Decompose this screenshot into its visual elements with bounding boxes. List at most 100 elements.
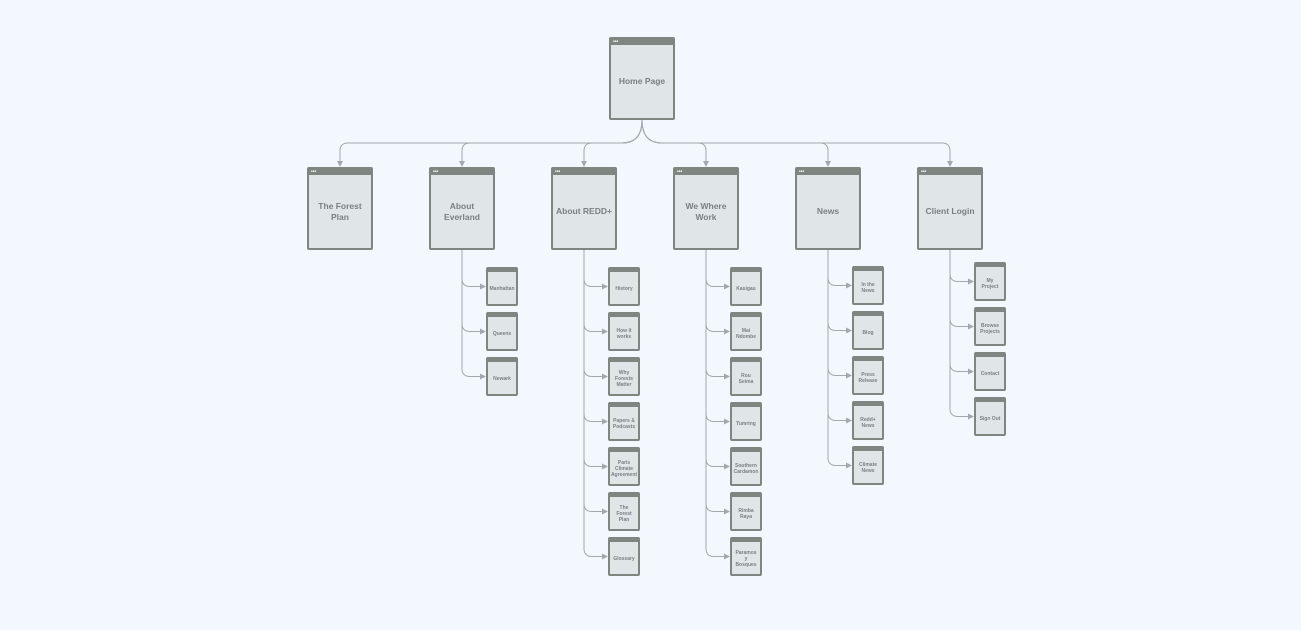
child-page: ••• Kasigau — [730, 267, 762, 306]
page-label: Queens — [492, 330, 512, 337]
child-page: ••• Redd+ News — [852, 401, 884, 440]
window-title-bar: ••• — [976, 399, 1004, 402]
root-page-home: •••Home Page — [609, 37, 675, 120]
connector-section-to-child — [583, 250, 608, 470]
connector-section-to-child — [583, 250, 608, 335]
child-page: ••• Newark — [486, 357, 518, 396]
page-label: Papers & Podcasts — [612, 417, 636, 430]
connector-section-to-child — [827, 250, 852, 424]
window-dots-icon: ••• — [433, 169, 439, 175]
connector-section-to-child — [705, 250, 730, 560]
window-title-bar: ••• — [854, 268, 882, 271]
child-page: ••• Climate News — [852, 446, 884, 485]
window-title-bar: ••• — [854, 403, 882, 406]
window-title-bar: ••• — [919, 169, 981, 175]
child-page: ••• Rou Seima — [730, 357, 762, 396]
child-page: •••History — [608, 267, 640, 306]
window-dots-icon: ••• — [613, 39, 619, 45]
connector-section-to-child — [827, 250, 852, 379]
page-label: The Forest Plan — [318, 201, 362, 222]
section-page: ••• About REDD+ — [551, 167, 617, 250]
page-label: Client Login — [925, 206, 975, 217]
child-page: ••• Queens — [486, 312, 518, 351]
page-label: Newark — [493, 375, 511, 382]
window-title-bar: ••• — [976, 264, 1004, 267]
window-title-bar: ••• — [675, 169, 737, 175]
connector-section-to-child — [705, 250, 730, 290]
page-label: The Forest Plan — [616, 504, 632, 523]
section-page: ••• The Forest Plan — [307, 167, 373, 250]
window-title-bar: ••• — [553, 169, 615, 175]
window-title-bar: ••• — [488, 314, 516, 317]
child-page: ••• Press Release — [852, 356, 884, 395]
child-page: ••• Southern Cardamon — [730, 447, 762, 486]
connector-root-to-section — [641, 119, 953, 167]
connector-section-to-child — [461, 250, 486, 380]
page-label: Climate News — [858, 461, 878, 474]
connector-section-to-child — [827, 250, 852, 289]
window-title-bar: ••• — [797, 169, 859, 175]
child-page: ••• Mai Ndombe — [730, 312, 762, 351]
connector-section-to-child — [583, 250, 608, 515]
child-page: ••• Why Forests Matter — [608, 357, 640, 396]
window-title-bar: ••• — [611, 39, 673, 45]
window-title-bar: ••• — [488, 269, 516, 272]
connector-section-to-child — [949, 250, 974, 375]
child-page: ••• Blog — [852, 311, 884, 350]
window-title-bar: ••• — [732, 494, 760, 497]
child-page: •••Browse Projects — [974, 307, 1006, 346]
connector-section-to-child — [583, 250, 608, 560]
child-page: ••• Paramos y Bosques — [730, 537, 762, 576]
child-page: •••Contact — [974, 352, 1006, 391]
window-title-bar: ••• — [610, 359, 638, 362]
page-label: News — [816, 206, 840, 217]
page-label: Why Forests Matter — [614, 369, 634, 388]
window-title-bar: ••• — [732, 359, 760, 362]
window-title-bar: ••• — [732, 269, 760, 272]
connector-section-to-child — [461, 250, 486, 335]
window-title-bar: ••• — [732, 449, 760, 452]
window-title-bar: ••• — [732, 404, 760, 407]
page-label: Mai Ndombe — [736, 327, 756, 340]
window-title-bar: ••• — [732, 539, 760, 542]
window-title-bar: ••• — [976, 309, 1004, 312]
page-label: Paramos y Bosques — [735, 549, 757, 568]
connector-section-to-child — [705, 250, 730, 425]
connector-section-to-child — [705, 250, 730, 515]
window-dots-icon: ••• — [555, 169, 561, 175]
window-title-bar: ••• — [488, 359, 516, 362]
window-title-bar: ••• — [610, 449, 638, 452]
window-title-bar: ••• — [854, 448, 882, 451]
window-title-bar: ••• — [854, 313, 882, 316]
window-title-bar: ••• — [854, 358, 882, 361]
page-label: Tumring — [736, 420, 756, 427]
connector-section-to-child — [705, 250, 730, 335]
page-label: Rou Seima — [738, 372, 754, 385]
page-label: About REDD+ — [556, 206, 612, 217]
page-label: Redd+ News — [860, 416, 876, 429]
page-label: Press Release — [858, 371, 878, 384]
page-label: My Project — [981, 277, 999, 290]
connector-section-to-child — [583, 250, 608, 290]
child-page: ••• Papers & Podcasts — [608, 402, 640, 441]
child-page: ••• My Project — [974, 262, 1006, 301]
page-label: About Everland — [444, 201, 480, 222]
section-page: ••• Client Login — [917, 167, 983, 250]
page-label: Contact — [980, 370, 1000, 377]
connector-section-to-child — [705, 250, 730, 470]
page-label: In the News — [861, 281, 875, 294]
page-label: How it works — [616, 327, 632, 340]
section-page: •••We Where Work — [673, 167, 739, 250]
window-title-bar: ••• — [610, 314, 638, 317]
child-page: ••• How it works — [608, 312, 640, 351]
page-label: Blog — [862, 329, 874, 336]
page-label: Paris Climate Agreement — [610, 459, 638, 478]
page-label: Kasigau — [736, 285, 756, 292]
page-label: Southern Cardamon — [733, 462, 759, 475]
window-dots-icon: ••• — [311, 169, 317, 175]
window-title-bar: ••• — [610, 404, 638, 407]
connector-root-to-section — [581, 119, 643, 167]
window-title-bar: ••• — [610, 539, 638, 542]
window-title-bar: ••• — [732, 314, 760, 317]
